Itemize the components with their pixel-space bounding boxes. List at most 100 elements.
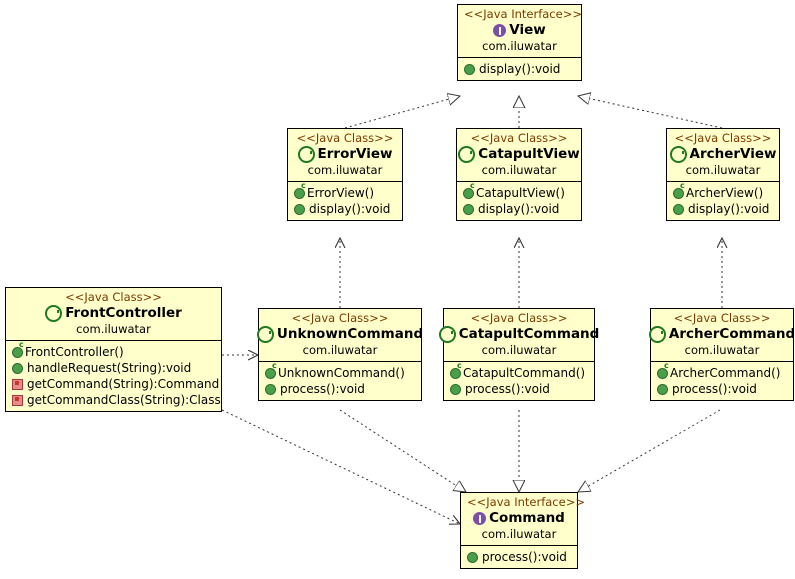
members-section: c ErrorView() display():void — [288, 181, 402, 220]
node-title: ArcherView — [689, 146, 777, 162]
class-icon — [458, 146, 476, 163]
member-label: process():void — [482, 550, 567, 564]
stereotype-label: <<Java Class>> — [65, 290, 162, 304]
edge-frontcontroller-uses-command — [221, 409, 460, 524]
constructor-icon: c — [673, 181, 685, 199]
constructor-icon: c — [265, 361, 277, 379]
section-divider — [651, 361, 793, 362]
stereotype-label: <<Java Class>> — [296, 131, 394, 145]
class-node-archerview[interactable]: <<Java Class>> ArcherView com.iluwatar c… — [666, 128, 780, 221]
section-divider — [457, 181, 581, 182]
member-row: handleRequest(String):void — [10, 360, 217, 376]
node-header: <<Java Interface>> Command com.iluwatar — [461, 493, 585, 545]
section-divider — [667, 181, 779, 182]
class-node-unknowncommand[interactable]: <<Java Class>> UnknownCommand com.iluwat… — [256, 308, 424, 401]
members-section: c ArcherCommand() process():void — [651, 361, 793, 400]
stereotype-label: <<Java Interface>> — [464, 7, 582, 21]
node-header: <<Java Class>> ArcherCommand com.iluwata… — [648, 309, 795, 361]
member-label: process():void — [672, 382, 757, 396]
package-label: com.iluwatar — [302, 343, 378, 357]
member-row: process():void — [263, 381, 417, 397]
class-node-command[interactable]: <<Java Interface>> Command com.iluwatar … — [460, 492, 585, 569]
edge-archercommand-realizes-command — [578, 409, 721, 492]
public-method-icon — [673, 203, 684, 215]
node-header: <<Java Interface>> View com.iluwatar — [458, 5, 582, 57]
section-divider — [259, 361, 421, 362]
class-icon — [45, 305, 63, 322]
node-title-row: View — [464, 22, 575, 39]
member-row: display():void — [462, 61, 577, 77]
member-label: process():void — [280, 382, 365, 396]
node-title: CatapultCommand — [458, 326, 600, 342]
node-title-row: ErrorView — [294, 146, 396, 163]
node-header: <<Java Class>> ArcherView com.iluwatar — [667, 129, 779, 181]
package-label: com.iluwatar — [307, 163, 383, 177]
class-node-view[interactable]: <<Java Interface>> View com.iluwatar dis… — [457, 4, 582, 81]
member-row: c UnknownCommand() — [263, 361, 417, 381]
node-header: <<Java Class>> FrontController com.iluwa… — [6, 288, 221, 340]
class-node-catapultview[interactable]: <<Java Class>> CatapultView com.iluwatar… — [456, 128, 582, 221]
member-label: display():void — [309, 202, 391, 216]
member-row: c FrontController() — [10, 340, 217, 360]
member-label: ArcherView() — [686, 186, 764, 200]
class-node-errorview[interactable]: <<Java Class>> ErrorView com.iluwatar c … — [287, 128, 403, 221]
class-node-archercommand[interactable]: <<Java Class>> ArcherCommand com.iluwata… — [648, 308, 795, 401]
node-title: ErrorView — [317, 146, 393, 162]
public-method-icon — [450, 383, 461, 395]
section-divider — [6, 340, 221, 341]
member-row: c CatapultCommand() — [448, 361, 590, 381]
member-row: c ArcherCommand() — [655, 361, 789, 381]
node-title-row: CatapultView — [458, 146, 580, 163]
member-row: c ErrorView() — [292, 181, 398, 201]
class-icon — [669, 146, 687, 163]
members-section: c FrontController() handleRequest(String… — [6, 340, 221, 411]
class-icon — [648, 326, 666, 343]
member-row: getCommand(String):Command — [10, 376, 219, 392]
class-icon — [256, 326, 274, 343]
member-label: CatapultView() — [476, 186, 565, 200]
members-section: c CatapultCommand() process():void — [444, 361, 594, 400]
public-method-icon — [12, 362, 23, 374]
members-section: c ArcherView() display():void — [667, 181, 779, 220]
stereotype-label: <<Java Class>> — [470, 131, 568, 145]
member-row: display():void — [671, 201, 775, 217]
member-label: display():void — [688, 202, 770, 216]
class-icon — [297, 146, 315, 163]
node-title: UnknownCommand — [276, 326, 424, 342]
stereotype-label: <<Java Interface>> — [467, 495, 585, 509]
package-label: com.iluwatar — [482, 39, 557, 53]
member-row: c ArcherView() — [671, 181, 775, 201]
node-header: <<Java Class>> CatapultCommand com.iluwa… — [438, 309, 599, 361]
member-label: display():void — [478, 202, 560, 216]
public-method-icon — [265, 383, 276, 395]
stereotype-label: <<Java Class>> — [291, 311, 389, 325]
section-divider — [461, 545, 577, 546]
class-node-frontcontroller[interactable]: <<Java Class>> FrontController com.iluwa… — [5, 287, 222, 412]
member-label: CatapultCommand() — [463, 366, 586, 380]
node-title: View — [509, 22, 546, 38]
member-row: process():void — [655, 381, 789, 397]
members-section: c CatapultView() display():void — [457, 181, 581, 220]
class-node-catapultcommand[interactable]: <<Java Class>> CatapultCommand com.iluwa… — [438, 308, 599, 401]
node-title: Command — [489, 510, 565, 526]
section-divider — [288, 181, 402, 182]
member-row: getCommandClass(String):Class — [10, 392, 221, 408]
member-label: ArcherCommand() — [670, 366, 781, 380]
section-divider — [458, 57, 581, 58]
node-title-row: Command — [467, 510, 571, 527]
interface-icon — [473, 512, 487, 525]
constructor-icon: c — [294, 181, 306, 199]
constructor-icon: c — [12, 340, 24, 358]
stereotype-label: <<Java Class>> — [673, 311, 771, 325]
public-method-icon — [294, 203, 305, 215]
node-title-row: ArcherCommand — [648, 326, 795, 343]
package-label: com.iluwatar — [685, 163, 761, 177]
package-label: com.iluwatar — [684, 343, 760, 357]
member-label: getCommandClass(String):Class — [27, 393, 221, 407]
node-header: <<Java Class>> CatapultView com.iluwatar — [457, 129, 581, 181]
section-divider — [444, 361, 594, 362]
constructor-icon: c — [450, 361, 462, 379]
interface-icon — [493, 24, 507, 37]
node-title-row: CatapultCommand — [438, 326, 599, 343]
